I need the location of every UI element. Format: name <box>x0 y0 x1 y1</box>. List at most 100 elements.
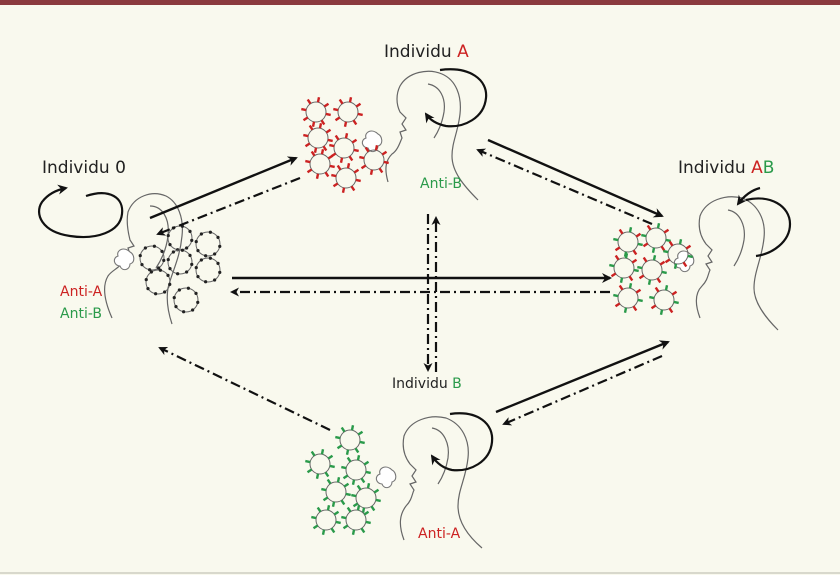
cell-dot <box>218 270 222 274</box>
cell-body <box>339 429 361 451</box>
label-individu-a: Individu A <box>384 42 469 62</box>
antigen-spike <box>350 425 355 431</box>
cell-body <box>309 153 331 175</box>
cell-dot <box>162 258 166 262</box>
cell-body <box>167 249 193 275</box>
antigen-spike <box>304 142 311 148</box>
antigen-spike <box>364 146 370 153</box>
cell-dot <box>185 246 189 250</box>
cell-dot <box>168 243 172 247</box>
cell-dot <box>144 278 148 282</box>
dash-dot-arrow-icon <box>502 354 663 426</box>
antigen-spike <box>652 255 657 261</box>
antigen-spike <box>318 123 323 129</box>
antigen-spike <box>366 483 371 489</box>
antigen-spike <box>614 246 621 252</box>
antigen-spike <box>610 272 617 278</box>
cell-dot <box>160 249 164 253</box>
antigen-spike <box>334 134 340 141</box>
cell-dot <box>140 263 144 267</box>
antigen-spike <box>312 524 319 530</box>
antigen-spike <box>326 505 331 511</box>
antigen-spike <box>614 302 621 308</box>
cell-dot <box>171 250 175 254</box>
antigen-spike <box>356 455 361 461</box>
antigen-spike <box>650 304 657 310</box>
cell-body <box>307 127 329 149</box>
cell-body <box>173 287 199 313</box>
antigen-spike <box>322 145 328 152</box>
antigen-spike <box>350 185 356 192</box>
cell-body <box>345 459 367 481</box>
cell-dot <box>194 240 198 244</box>
antigen-spike <box>661 270 667 275</box>
antigen-spike <box>310 450 316 457</box>
antigen-spike <box>351 493 357 498</box>
antigen-spike <box>623 307 628 313</box>
label-individu-b: Individu B <box>392 376 462 392</box>
antigen-spike <box>649 295 655 300</box>
antigen-spike <box>659 309 664 315</box>
cell-dot <box>194 266 198 270</box>
rotation-arrow-icon <box>37 184 124 239</box>
antigen-spike <box>365 520 371 525</box>
antigen-spike <box>673 300 679 305</box>
antigen-spike <box>635 232 642 238</box>
antigen-spike <box>637 265 643 270</box>
cell-dot <box>199 258 203 262</box>
antigen-spike <box>352 502 359 508</box>
cell-body <box>613 257 635 279</box>
antigen-spike <box>673 263 678 269</box>
antigen-spike <box>355 178 361 183</box>
cell-body <box>641 259 663 281</box>
cell-dot <box>177 288 181 292</box>
antigen-spike <box>301 107 307 112</box>
antigen-spike <box>340 426 346 433</box>
top-accent-bar <box>0 0 840 5</box>
antigen-spike <box>331 501 336 507</box>
antigen-spike <box>335 435 341 440</box>
antigen-spike <box>329 164 335 169</box>
antigen-spike <box>320 119 326 126</box>
cell-dot <box>166 273 170 277</box>
antigen-spike <box>354 447 360 454</box>
cell-dot <box>166 258 170 262</box>
antigen-spike <box>647 279 652 285</box>
cell-body <box>335 167 357 189</box>
antigen-spike <box>682 261 688 268</box>
antigen-spike <box>329 143 335 148</box>
antigen-spike <box>363 460 370 466</box>
head-outline-icon <box>385 70 479 201</box>
cell-body <box>667 243 689 265</box>
label-individu-ab: Individu AB <box>678 158 775 178</box>
label-individu-o: Individu 0 <box>42 158 126 178</box>
cell-body <box>195 257 221 283</box>
antigen-spike <box>628 275 634 282</box>
antigen-spike <box>333 510 340 516</box>
antigen-spike <box>322 496 329 502</box>
cell-dot <box>196 300 200 304</box>
cell-dot <box>199 232 203 236</box>
antigen-spike <box>637 298 643 303</box>
cell-body <box>345 509 367 531</box>
antigen-spike <box>306 168 313 174</box>
antigen-spike <box>316 506 322 513</box>
antigen-spike <box>678 239 683 245</box>
antigen-spike <box>327 154 334 160</box>
cell-body <box>325 481 347 503</box>
antigen-spike <box>336 477 341 483</box>
solid-arrow-icon <box>487 138 664 218</box>
cell-dot <box>138 254 142 258</box>
antigen-spike <box>637 242 643 247</box>
antigen-spike <box>325 112 331 117</box>
antigen-spike <box>344 133 349 139</box>
antigen-spike <box>346 506 352 513</box>
cell-dot <box>213 252 217 256</box>
cell-dot <box>191 308 195 312</box>
antigen-spike <box>685 244 692 250</box>
antigen-spike <box>316 97 321 103</box>
antigen-spike <box>306 98 312 105</box>
cell-dot <box>208 256 212 260</box>
antigen-spike <box>638 274 645 280</box>
antigen-spike <box>624 253 629 259</box>
